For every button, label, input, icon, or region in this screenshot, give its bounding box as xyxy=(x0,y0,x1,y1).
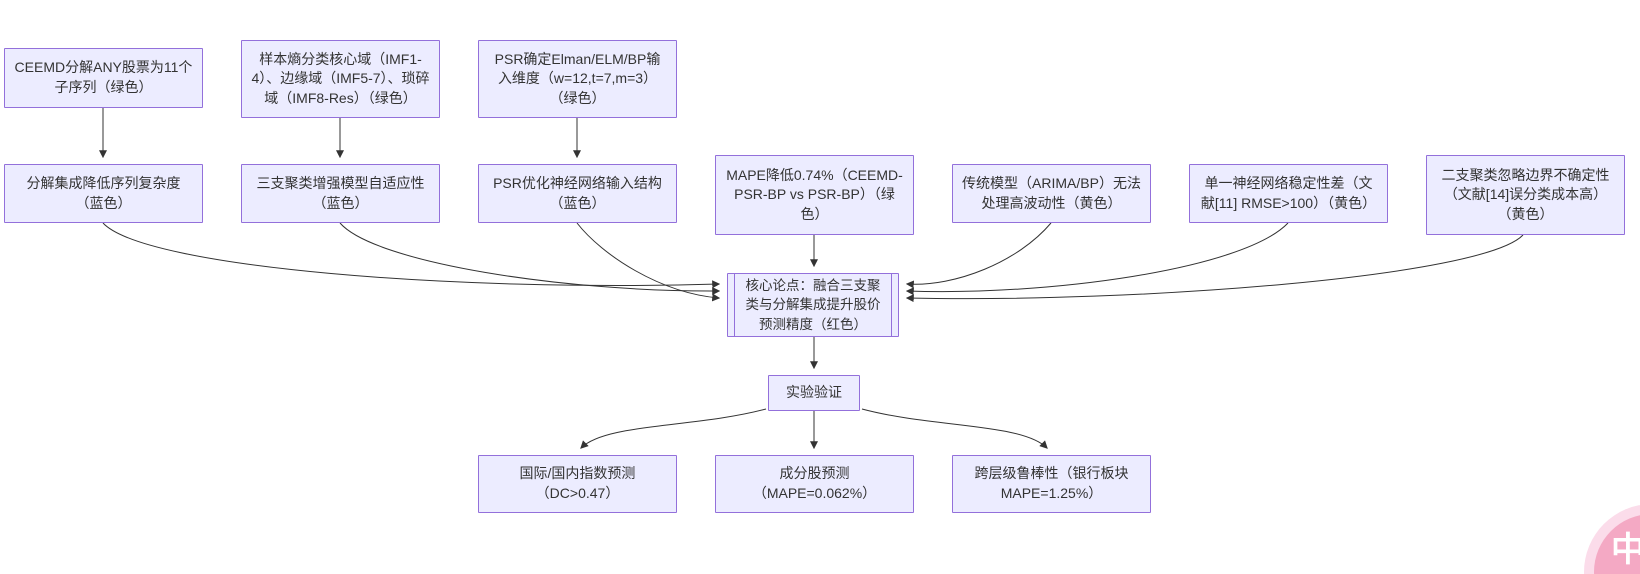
node-two-way-limitation: 二支聚类忽略边界不确定性（文献[14]误分类成本高）（黄色） xyxy=(1426,155,1625,235)
node-robustness: 跨层级鲁棒性（银行板块 MAPE=1.25%） xyxy=(952,455,1151,513)
edge-singlenn-to-core xyxy=(905,222,1289,296)
node-single-nn-limitation: 单一神经网络稳定性差（文献[11] RMSE>100）（黄色） xyxy=(1189,164,1388,223)
node-three-way-benefit: 三支聚类增强模型自适应性（蓝色） xyxy=(241,164,440,223)
edge-tradition-to-core xyxy=(905,222,1052,289)
edge-decomp-to-core xyxy=(102,222,721,289)
node-mape-improvement: MAPE降低0.74%（CEEMD-PSR-BP vs PSR-BP）（绿色） xyxy=(715,155,914,235)
node-ceemd-decompose: CEEMD分解ANY股票为11个子序列（绿色） xyxy=(4,48,203,108)
translate-icon: 中 xyxy=(1611,531,1640,569)
edge-exp-to-index xyxy=(580,408,767,449)
node-core-thesis: 核心论点：融合三支聚类与分解集成提升股价预测精度（红色） xyxy=(727,273,899,337)
node-decomposition-benefit: 分解集成降低序列复杂度（蓝色） xyxy=(4,164,203,223)
translate-icon-letter: A xyxy=(1638,550,1640,574)
node-traditional-limitation: 传统模型（ARIMA/BP）无法处理高波动性（黄色） xyxy=(952,164,1151,223)
edge-exp-to-robust xyxy=(861,408,1048,449)
edge-threeway-to-core xyxy=(339,222,721,296)
edge-twoway-to-core xyxy=(905,234,1524,303)
translate-button[interactable]: 中 A xyxy=(1594,514,1640,574)
node-experiment: 实验验证 xyxy=(768,375,860,411)
node-stock-prediction: 成分股预测（MAPE=0.062%） xyxy=(715,455,914,513)
node-index-prediction: 国际/国内指数预测（DC>0.47） xyxy=(478,455,677,513)
node-psr-dimension: PSR确定Elman/ELM/BP输入维度（w=12,t=7,m=3）（绿色） xyxy=(478,40,677,118)
edge-psropt-to-core xyxy=(576,222,721,302)
node-psr-benefit: PSR优化神经网络输入结构（蓝色） xyxy=(478,164,677,223)
node-sample-entropy: 样本熵分类核心域（IMF1-4）、边缘域（IMF5-7）、琐碎域（IMF8-Re… xyxy=(241,40,440,118)
